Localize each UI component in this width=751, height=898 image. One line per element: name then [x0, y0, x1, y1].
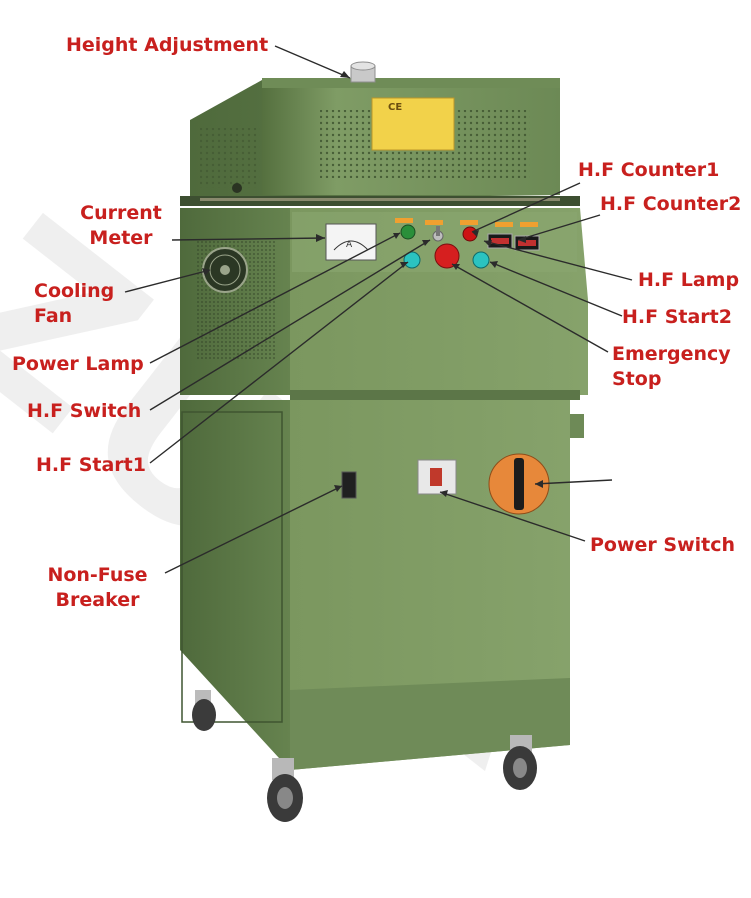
top-housing: [190, 61, 560, 200]
ce-mark: CE: [388, 102, 403, 113]
label-non-fuse-breaker: Non-Fuse Breaker: [40, 563, 155, 613]
control-section: [180, 208, 588, 400]
label-non-fuse-breaker-line2: Breaker: [55, 589, 140, 611]
label-current-meter-line1: Current: [80, 202, 162, 224]
leader-arrowheads: [202, 71, 543, 497]
label-cooling-fan: Cooling Fan: [34, 279, 114, 329]
label-emergency-stop-line1: Emergency: [612, 343, 731, 365]
label-emergency-stop-line2: Stop: [612, 368, 662, 390]
label-power-lamp: Power Lamp: [12, 353, 144, 375]
label-current-meter-line2: Meter: [89, 227, 153, 249]
label-emergency-stop: Emergency Stop: [612, 342, 731, 392]
label-hf-start1: H.F Start1: [36, 454, 146, 476]
label-non-fuse-breaker-line1: Non-Fuse: [47, 564, 148, 586]
leader-lines: [124, 45, 633, 574]
label-hf-counter1: H.F Counter1: [578, 159, 720, 181]
meter-mark: A: [346, 240, 353, 250]
label-height-adjustment: Height Adjustment: [66, 34, 269, 56]
label-current-meter: Current Meter: [78, 201, 164, 251]
wheels: [192, 690, 537, 822]
label-cooling-fan-line1: Cooling: [34, 280, 115, 302]
lower-cabinet: [180, 400, 570, 770]
label-hf-lamp: H.F Lamp: [638, 269, 740, 291]
label-hf-switch: H.F Switch: [27, 400, 142, 422]
label-cooling-fan-line2: Fan: [34, 305, 73, 327]
label-hf-counter2: H.F Counter2: [600, 193, 742, 215]
label-power-switch: Power Switch: [590, 534, 736, 556]
label-hf-start2: H.F Start2: [622, 306, 732, 328]
